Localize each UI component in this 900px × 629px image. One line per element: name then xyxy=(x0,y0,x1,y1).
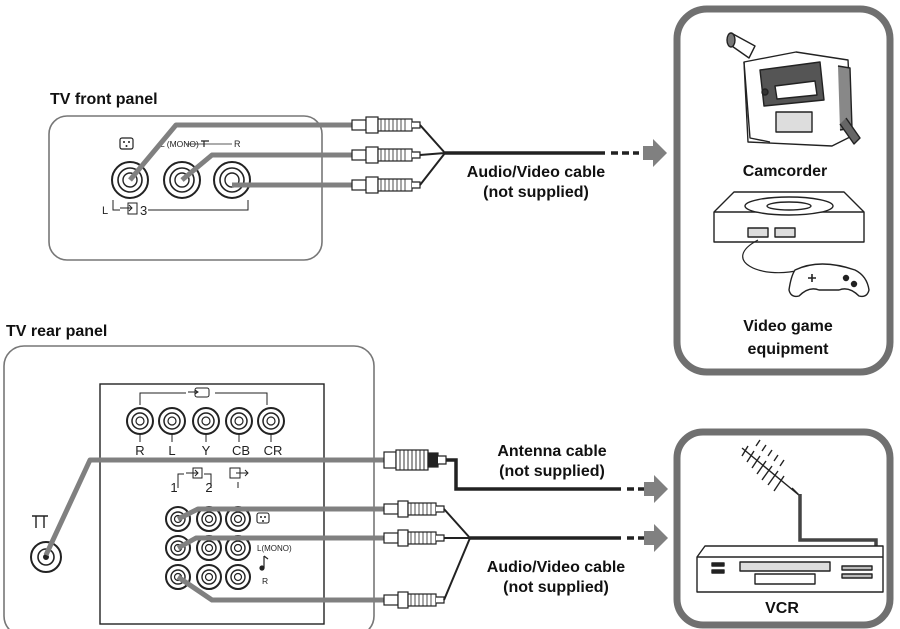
front-input-number: 3 xyxy=(140,203,147,218)
game-console-icon xyxy=(713,191,870,298)
game-label-line1: Video game xyxy=(743,318,833,335)
rear-rca-plug-2 xyxy=(383,529,445,547)
antenna-arrow xyxy=(644,475,668,503)
input-icon xyxy=(120,202,138,215)
rear-jack-plate xyxy=(99,383,325,625)
av-cable-label-front: Audio/Video cable xyxy=(467,164,606,181)
component-label-y: Y xyxy=(202,443,211,458)
rear-mono-label: L(MONO) xyxy=(257,544,292,553)
vcr-frame xyxy=(673,428,894,629)
front-panel-title: TV front panel xyxy=(50,91,158,108)
av-cable-label-rear: Audio/Video cable xyxy=(487,559,626,576)
av-cable-sub-rear: (not supplied) xyxy=(503,579,609,596)
front-r-label: R xyxy=(234,139,241,149)
front-input-bracket xyxy=(112,200,249,211)
rear-panel-title: TV rear panel xyxy=(6,323,107,340)
front-audio-r-jack xyxy=(213,161,251,199)
component-label-l: L xyxy=(168,443,175,458)
front-rca-plug-3 xyxy=(351,176,421,194)
front-l-label: L xyxy=(102,205,108,217)
antenna-symbol-icon xyxy=(32,515,48,528)
component-label-cb: CB xyxy=(232,443,250,458)
front-rca-plug-2 xyxy=(351,146,421,164)
input-12-bracket xyxy=(177,473,212,488)
antenna-cable xyxy=(446,458,621,491)
antenna-cable-gray xyxy=(43,457,384,557)
antenna-cable-sub: (not supplied) xyxy=(499,463,605,480)
rear-arrow xyxy=(644,524,668,552)
rear-rca-plug-3 xyxy=(383,591,445,609)
vcr-antenna-cable xyxy=(798,494,878,550)
front-video-cable xyxy=(128,122,352,182)
front-arrow xyxy=(643,139,667,167)
video-icon xyxy=(119,137,134,150)
antenna-icon xyxy=(741,439,801,497)
camcorder-label: Camcorder xyxy=(743,163,827,180)
antenna-jack xyxy=(30,541,62,573)
antenna-plug xyxy=(383,449,447,471)
component-label-r: R xyxy=(135,443,144,458)
vcr-label: VCR xyxy=(765,600,799,617)
front-rca-plug-1 xyxy=(351,116,421,134)
rear-panel-frame xyxy=(3,345,375,629)
rear-music-note-icon xyxy=(259,555,269,571)
rear-r-label: R xyxy=(262,576,268,586)
source-devices-frame xyxy=(673,5,894,376)
rear-rca-plug-1 xyxy=(383,500,445,518)
rear-input-2: 2 xyxy=(205,480,212,495)
rear-video-icon xyxy=(256,512,270,524)
rear-audio-l-cable xyxy=(176,535,384,551)
output-icon xyxy=(229,467,249,488)
vcr-icon xyxy=(696,545,884,593)
input-icon-rear xyxy=(186,467,203,479)
rear-input-1: 1 xyxy=(170,480,177,495)
game-label-line2: equipment xyxy=(748,341,830,358)
front-audio-l-cable xyxy=(180,152,352,182)
antenna-cable-label: Antenna cable xyxy=(497,443,606,460)
component-input-icon xyxy=(188,387,210,398)
front-cable-merge xyxy=(419,124,446,186)
front-panel-frame xyxy=(48,115,323,261)
front-audio-l-jack xyxy=(163,161,201,199)
rear-video-cable xyxy=(176,506,384,522)
rear-audio-r-cable xyxy=(176,574,384,603)
front-mono-label: L (MONO) xyxy=(160,139,199,149)
component-stems xyxy=(139,434,272,442)
component-jacks xyxy=(126,407,285,435)
av-cable-sub-front: (not supplied) xyxy=(483,184,589,201)
component-bracket xyxy=(139,392,268,405)
front-video-jack xyxy=(111,161,149,199)
rear-cable-merge xyxy=(443,508,471,601)
component-label-cr: CR xyxy=(264,443,283,458)
camcorder-icon xyxy=(726,32,861,147)
